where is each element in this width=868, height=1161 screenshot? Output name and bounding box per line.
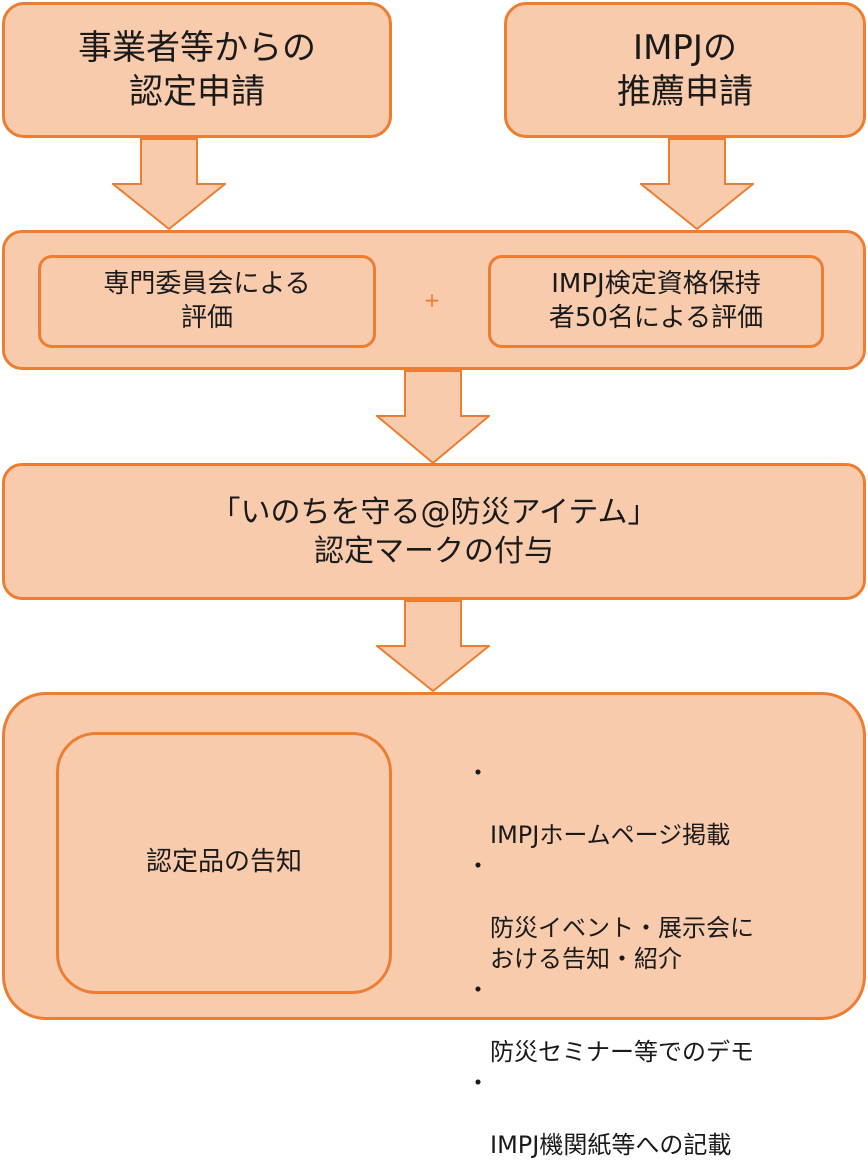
announce-box: 認定品の告知 <box>56 732 392 994</box>
committee-label: 専門委員会による 評価 <box>103 268 311 333</box>
announce-methods-list: ・ IMPJホームページ掲載 ・ 防災イベント・展示会に おける告知・紹介 ・ … <box>466 758 846 1161</box>
list-item-label: 防災セミナー等でのデモ <box>490 1038 754 1066</box>
applicant-label: 事業者等からの 認定申請 <box>78 27 316 112</box>
bullet-marker: ・ <box>466 759 490 787</box>
mark-box: 「いのちを守る@防災アイテム」 認定マークの付与 <box>2 463 866 600</box>
list-item-label: IMPJホームページ掲載 <box>490 821 731 849</box>
mark-label: 「いのちを守る@防災アイテム」 認定マークの付与 <box>210 494 658 569</box>
committee-box: 専門委員会による 評価 <box>38 255 376 348</box>
applicant-box: 事業者等からの 認定申請 <box>2 2 392 138</box>
list-item-label: IMPJ機関紙等への記載 <box>490 1131 732 1159</box>
list-item: ・ 防災イベント・展示会に おける告知・紹介 <box>466 851 846 975</box>
qualified-box: IMPJ検定資格保持 者50名による評価 <box>488 255 824 348</box>
list-item: ・ IMPJ機関紙等への記載 <box>466 1068 846 1161</box>
arrow-down-icon <box>112 138 226 230</box>
arrow-down-icon <box>376 370 490 464</box>
list-item-label: 防災イベント・展示会に おける告知・紹介 <box>490 914 754 973</box>
impj-recommend-label: IMPJの 推薦申請 <box>617 27 753 112</box>
announce-label: 認定品の告知 <box>145 847 302 878</box>
qualified-label: IMPJ検定資格保持 者50名による評価 <box>548 268 764 333</box>
bullet-marker: ・ <box>466 852 490 880</box>
list-item: ・ 防災セミナー等でのデモ <box>466 975 846 1068</box>
list-item: ・ IMPJホームページ掲載 <box>466 758 846 851</box>
impj-recommend-box: IMPJの 推薦申請 <box>504 2 866 138</box>
plus-sign: + <box>423 288 441 312</box>
bullet-marker: ・ <box>466 1069 490 1097</box>
bullet-marker: ・ <box>466 976 490 1004</box>
arrow-down-icon <box>640 138 754 230</box>
arrow-down-icon <box>376 600 490 692</box>
